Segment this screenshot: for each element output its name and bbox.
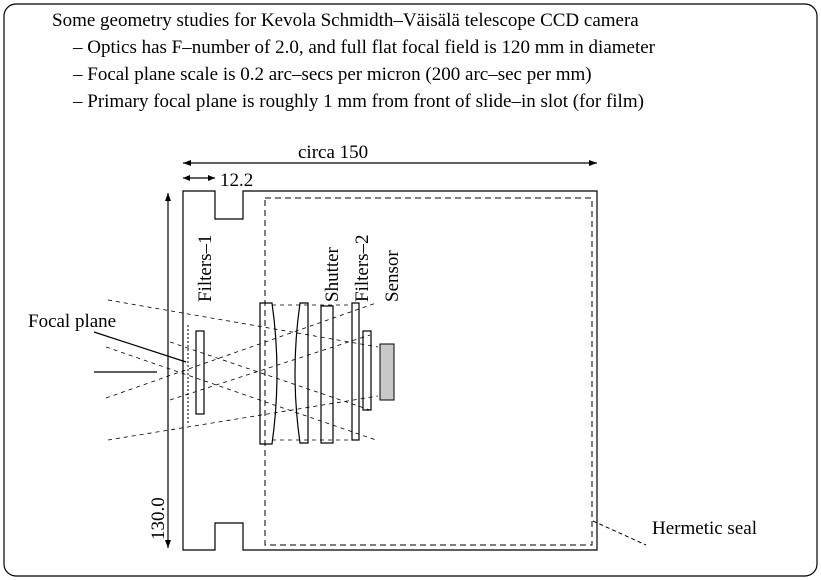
sensor-window [362, 330, 372, 411]
hermetic-seal-label: Hermetic seal [652, 518, 757, 539]
slot-dimension: 12.2 [183, 170, 253, 191]
height-label: 130.0 [148, 497, 169, 540]
filters1-plate [195, 330, 205, 415]
frame [3, 3, 818, 577]
camera-housing [182, 190, 598, 551]
light-rays [105, 299, 379, 441]
filters2-label: Filters–2 [352, 234, 373, 302]
filters2-plate [351, 302, 360, 441]
note-1: – Optics has F–number of 2.0, and full f… [72, 37, 656, 58]
shutter-label: Shutter [322, 246, 343, 302]
shutter-plate [320, 305, 334, 444]
hermetic-seal-outline [264, 197, 593, 546]
slot-label: 12.2 [220, 170, 253, 191]
focal-plane-leader [93, 331, 187, 363]
width-dimension: circa 150 [183, 142, 597, 166]
title: Some geometry studies for Kevola Schmidt… [52, 10, 639, 31]
note-3: – Primary focal plane is roughly 1 mm fr… [72, 91, 644, 112]
lens-1 [259, 302, 278, 445]
width-label: circa 150 [298, 142, 368, 163]
sensor [379, 343, 395, 401]
height-dimension: 130.0 [148, 193, 171, 548]
lens-2 [294, 302, 309, 444]
sensor-label: Sensor [382, 250, 403, 302]
hermetic-seal-leader [592, 520, 647, 546]
focal-plane-label: Focal plane [28, 311, 116, 332]
filters1-label: Filters–1 [195, 234, 216, 302]
note-2: – Focal plane scale is 0.2 arc–secs per … [72, 64, 592, 85]
